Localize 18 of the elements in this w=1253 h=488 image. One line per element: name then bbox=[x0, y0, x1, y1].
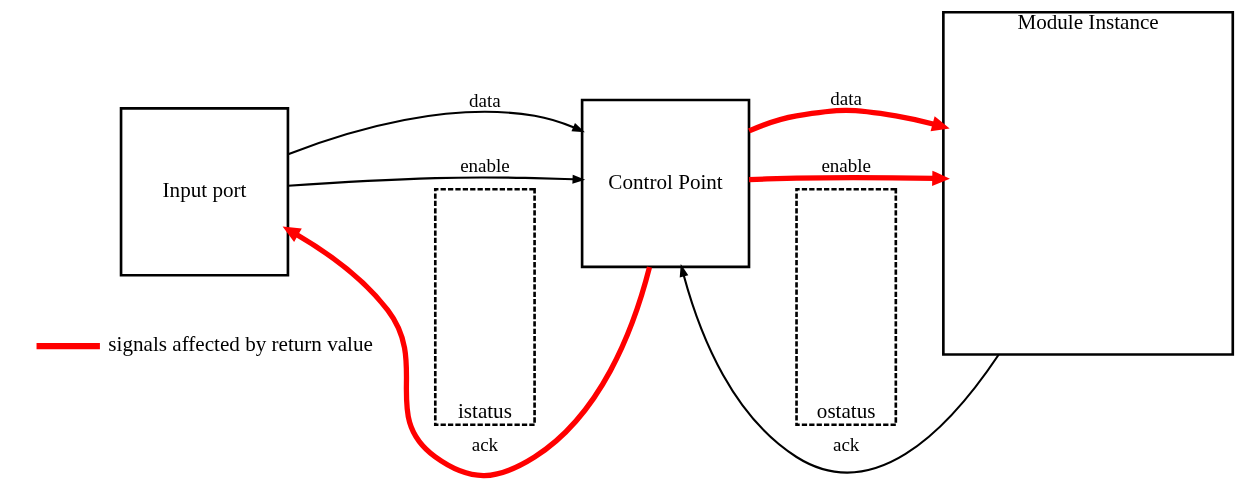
node-box: Control Point bbox=[580, 98, 750, 269]
arrow bbox=[679, 264, 999, 474]
node-box: Input port bbox=[119, 107, 289, 277]
edge-label: enable bbox=[459, 155, 510, 177]
edge-label: ack bbox=[471, 434, 498, 456]
edge-label: enable bbox=[820, 155, 871, 177]
arrow bbox=[287, 110, 585, 156]
arrow bbox=[282, 226, 652, 479]
arrow bbox=[748, 170, 950, 187]
edge-label: data bbox=[468, 89, 501, 111]
node-box: istatus bbox=[433, 187, 536, 427]
node-box: Module Instance bbox=[941, 10, 1234, 356]
edge-label: data bbox=[829, 87, 862, 109]
arrow bbox=[747, 107, 950, 134]
node-box: ostatus bbox=[794, 187, 897, 427]
edge-label: ack bbox=[832, 434, 859, 456]
arrow bbox=[287, 174, 585, 187]
legend-label: signals affected by return value bbox=[107, 332, 373, 357]
